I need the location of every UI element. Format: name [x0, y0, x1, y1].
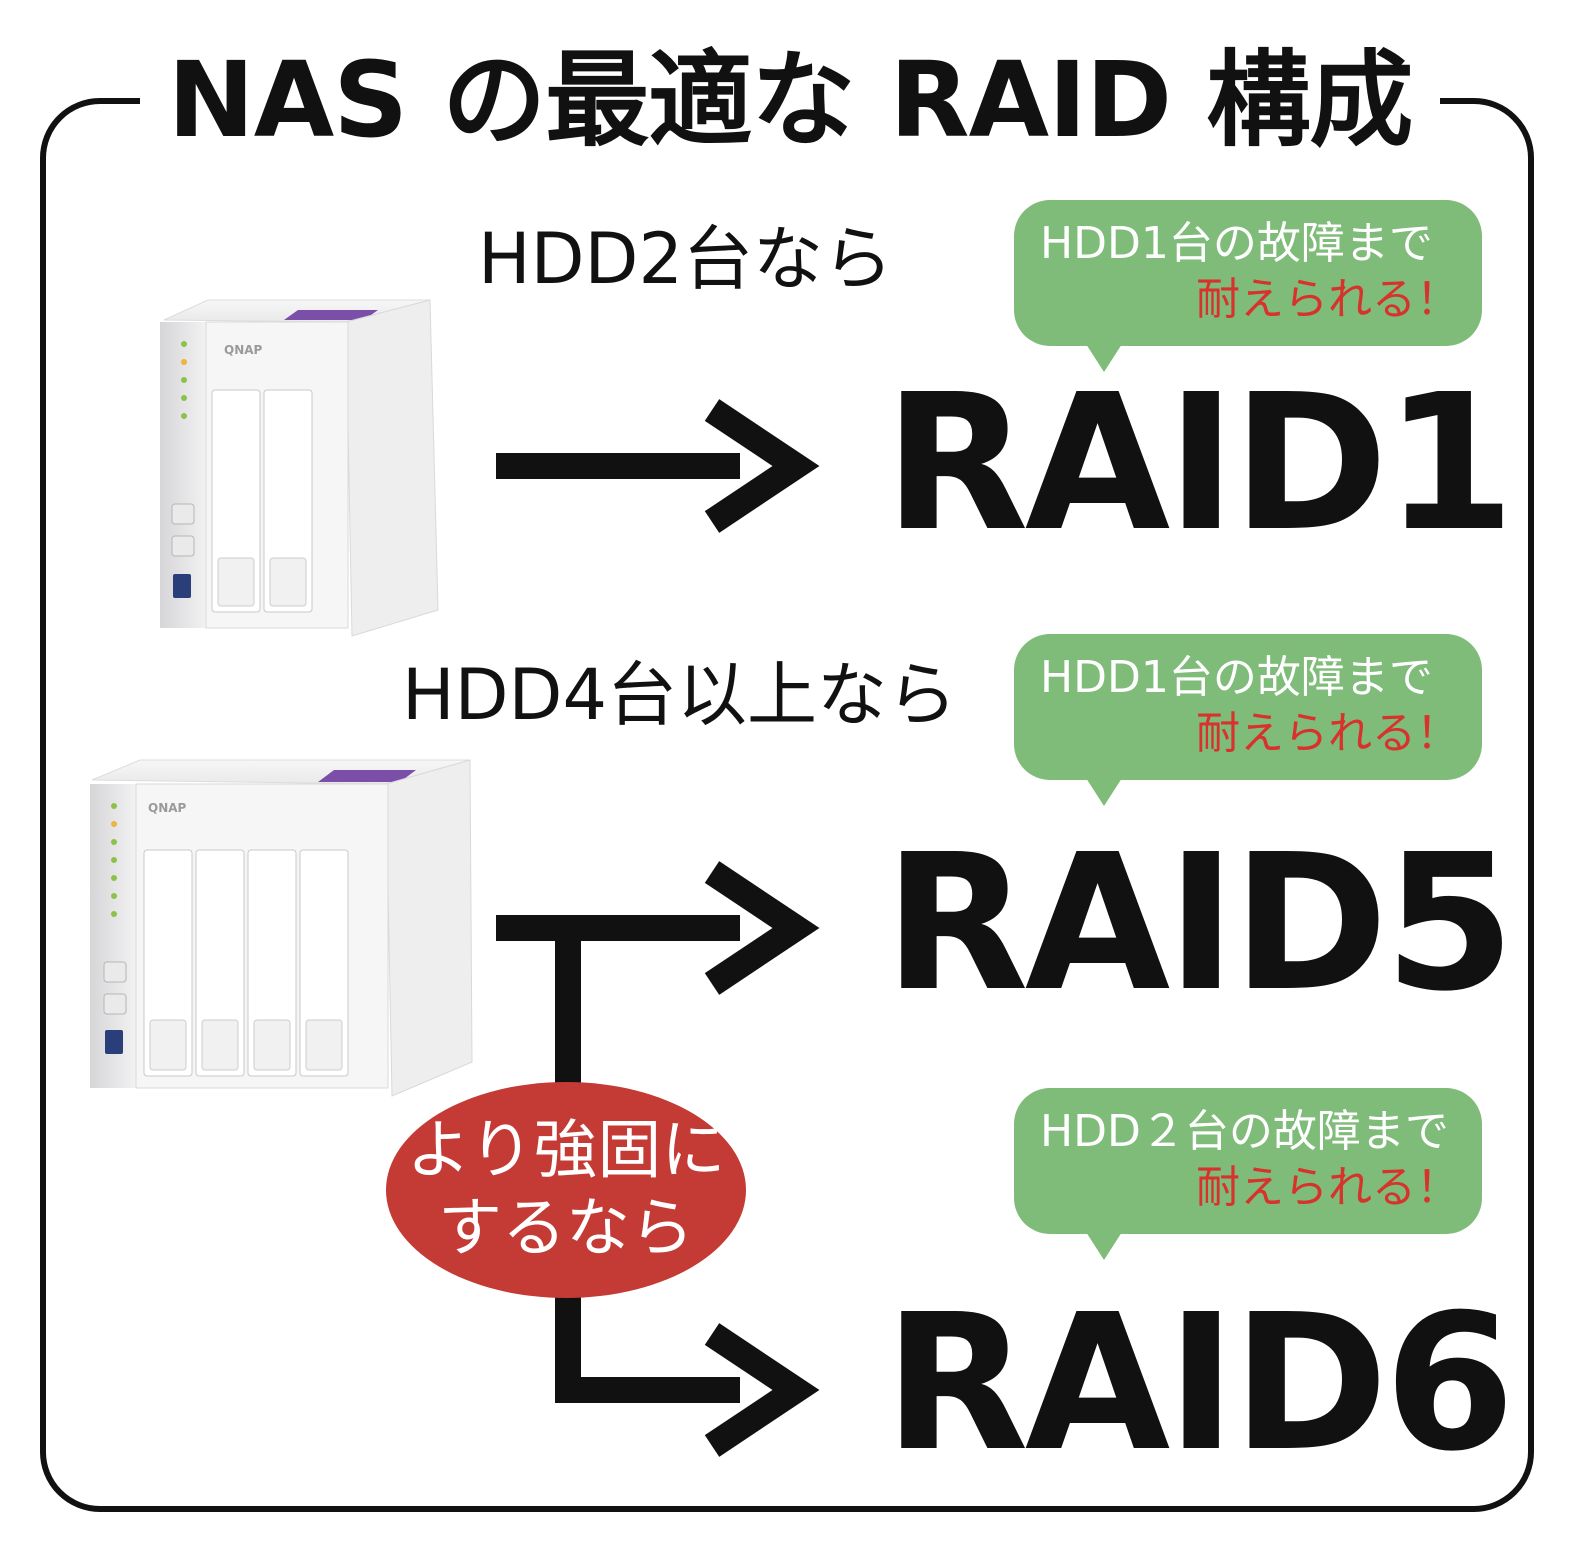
tolerance-bubble-raid5-line1: HDD1台の故障まで: [1040, 652, 1433, 703]
tolerance-bubble-raid6-line2: 耐えられる！: [1196, 1162, 1460, 1213]
nas-2bay-icon: QNAP: [160, 299, 439, 637]
nas-2bay-brand-text: QNAP: [224, 343, 263, 357]
stronger-option-line1: より強固に: [406, 1114, 726, 1188]
diagram-title: NAS の最適な RAID 構成: [139, 40, 1441, 160]
tolerance-bubble-raid1-line1: HDD1台の故障まで: [1040, 218, 1433, 269]
stronger-option-line2: するなら: [438, 1192, 694, 1266]
raid1-label: RAID1: [884, 354, 1515, 573]
stronger-option-badge: より強固に するなら: [386, 1082, 746, 1298]
arrow-to-raid1: [496, 399, 820, 533]
tolerance-bubble-raid6: HDD２台の故障まで 耐えられる！: [1014, 1088, 1482, 1260]
arrow-to-raid5: [496, 861, 820, 995]
tolerance-bubble-raid1: HDD1台の故障まで 耐えられる！: [1014, 200, 1482, 372]
nas-4bay-brand-text: QNAP: [148, 801, 187, 815]
nas-4bay-icon: QNAP: [90, 759, 473, 1097]
raid5-label: RAID5: [884, 814, 1515, 1033]
tolerance-bubble-raid5: HDD1台の故障まで 耐えられる！: [1014, 634, 1482, 806]
raid6-label: RAID6: [884, 1274, 1515, 1493]
tolerance-bubble-raid5-line2: 耐えられる！: [1196, 708, 1460, 759]
tolerance-bubble-raid1-line2: 耐えられる！: [1196, 274, 1460, 325]
condition-2-drives: HDD2台なら: [478, 218, 893, 300]
tolerance-bubble-raid6-line1: HDD２台の故障まで: [1040, 1106, 1449, 1157]
diagram-title-container: NAS の最適な RAID 構成: [0, 40, 1580, 160]
condition-4-plus-drives: HDD4台以上なら: [402, 654, 957, 736]
